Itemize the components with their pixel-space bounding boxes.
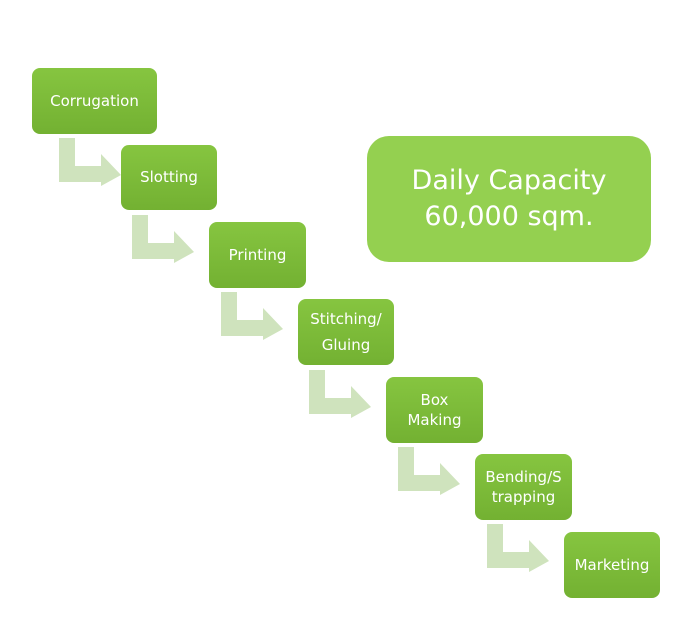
step-printing: Printing (209, 222, 306, 288)
step-box-making: Box Making (386, 377, 483, 443)
bent-arrow-icon (485, 524, 551, 572)
step-marketing: Marketing (564, 532, 660, 598)
step-label: Corrugation (50, 91, 139, 110)
capacity-title: Daily Capacity (411, 164, 607, 196)
step-slotting: Slotting (121, 145, 217, 210)
step-label-line2: Making (407, 411, 462, 429)
step-label-line1: Box (420, 390, 449, 409)
bent-arrow-icon (130, 215, 196, 263)
step-label-line2: Gluing (321, 336, 371, 354)
step-label-line2: trapping (491, 488, 556, 506)
step-label: Marketing (574, 555, 650, 574)
capacity-value: 60,000 sqm. (424, 201, 594, 232)
step-stitching-gluing: Stitching/ Gluing (298, 299, 394, 365)
bent-arrow-icon (307, 370, 373, 418)
bent-arrow-icon (57, 138, 123, 186)
bent-arrow-icon (219, 292, 285, 340)
step-corrugation: Corrugation (32, 68, 157, 134)
bent-arrow-icon (396, 447, 462, 495)
daily-capacity-box: Daily Capacity 60,000 sqm. (367, 136, 651, 262)
step-label: Slotting (140, 168, 198, 187)
step-bending-strapping: Bending/S trapping (475, 454, 572, 520)
step-label: Printing (228, 245, 287, 264)
step-label-line1: Bending/S (485, 467, 562, 486)
step-label-line1: Stitching/ (310, 309, 382, 328)
